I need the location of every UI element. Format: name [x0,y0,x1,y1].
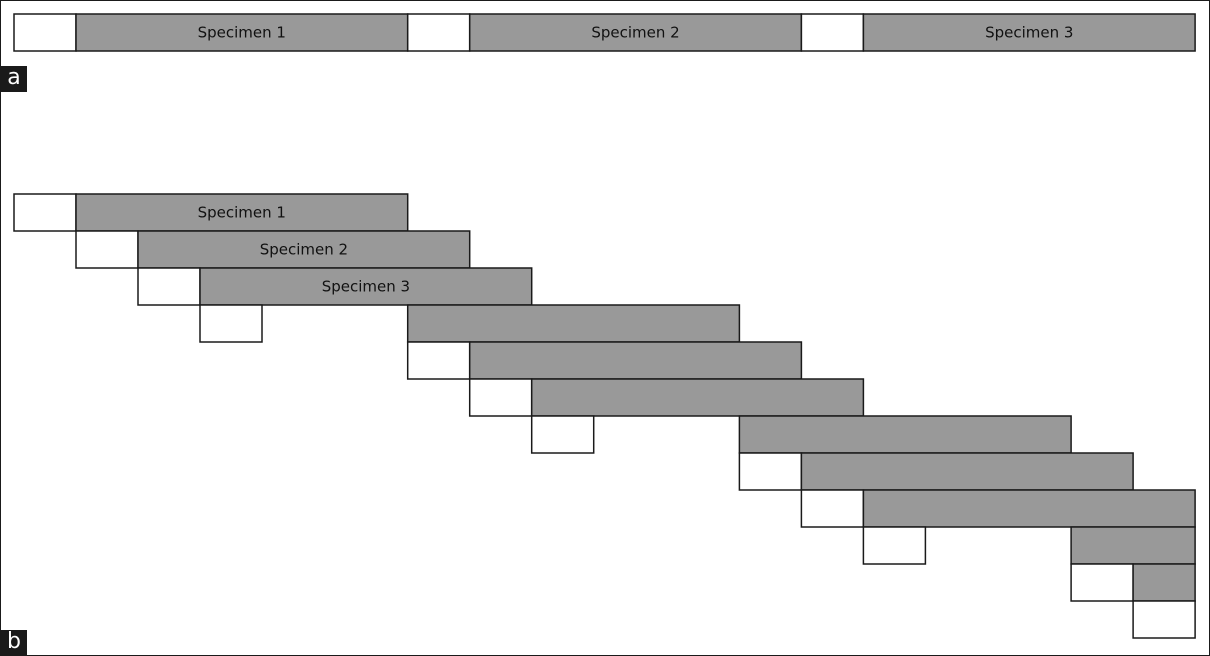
specimen-bar-b-4-1 [468,341,803,380]
blank-interval-b-9-0 [862,526,927,565]
specimen-label-b-0: Specimen 1 [198,204,286,222]
panel-label-a: a [1,66,27,92]
specimen-bar-b-10-1 [1132,563,1196,602]
specimen-bar-b-3-1 [406,304,741,343]
blank-interval-b-7-0 [738,452,803,491]
specimen-label-a-0: Specimen 2 [591,24,679,42]
blank-interval-a-0-2 [406,13,471,52]
specimen-bar-b-8-1 [862,489,1196,528]
specimen-bar-b-0-1 [75,193,409,232]
specimen-label-a-0: Specimen 1 [198,24,286,42]
panel-b-segments: Specimen 1 Specimen 2 Specimen 3 [13,193,1196,639]
specimen-bar-a-0-3 [468,13,803,52]
blank-interval-b-3-0 [199,304,263,343]
blank-interval-b-6-0 [530,415,595,454]
specimen-bar-b-9-1 [1070,526,1196,565]
specimen-bar-b-2-1 [199,267,533,306]
panel-label-b: b [1,630,27,656]
specimen-bar-a-0-5 [862,13,1196,52]
specimen-label-b-1: Specimen 2 [260,241,348,259]
blank-interval-b-8-0 [800,489,865,528]
blank-interval-b-2-0 [137,267,201,306]
blank-interval-b-11-0 [1132,600,1196,639]
panel-a-segments: Specimen 1 Specimen 2 Specimen 3 [13,13,1196,52]
specimen-bar-b-5-1 [530,378,865,417]
blank-interval-b-1-0 [75,230,139,269]
blank-interval-b-10-0 [1070,563,1134,602]
specimen-label-b-2: Specimen 3 [322,278,410,296]
specimen-label-a-0: Specimen 3 [985,24,1073,42]
specimen-bar-a-0-1 [75,13,409,52]
specimen-bar-b-6-1 [738,415,1072,454]
blank-interval-a-0-0 [13,13,77,52]
blank-interval-b-0-0 [13,193,77,232]
blank-interval-a-0-4 [800,13,865,52]
blank-interval-b-5-0 [468,378,533,417]
specimen-bar-b-7-1 [800,452,1134,491]
blank-interval-b-4-0 [406,341,471,380]
